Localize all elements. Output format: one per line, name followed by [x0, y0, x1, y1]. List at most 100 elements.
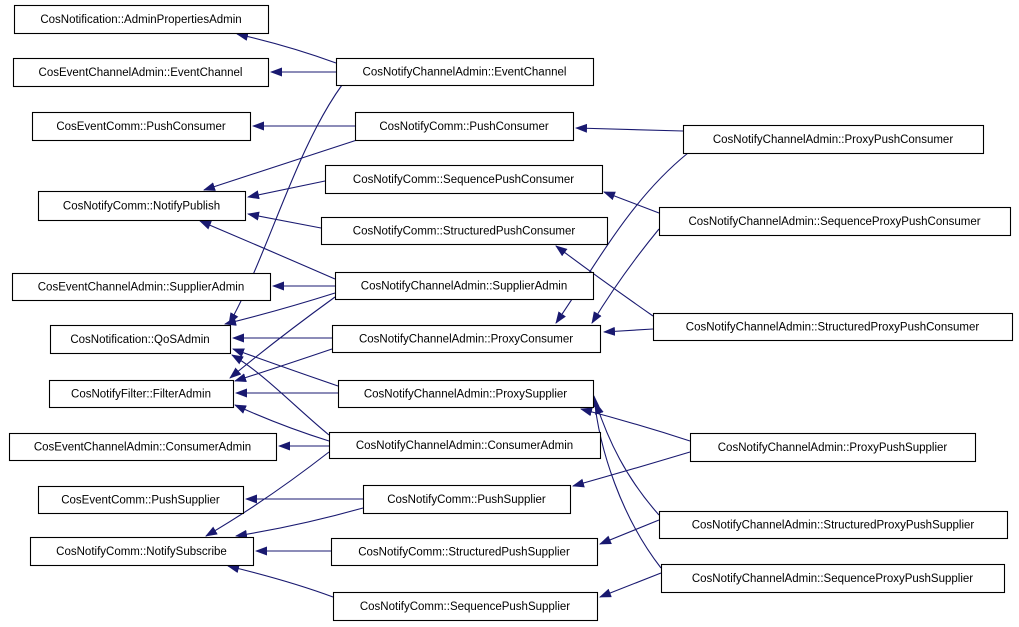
class-node-label: CosNotifyComm::PushConsumer — [379, 121, 549, 133]
class-node-label: CosNotifyComm::StructuredPushConsumer — [353, 226, 576, 238]
class-node-box[interactable] — [331, 324, 602, 354]
class-node-nca-structproxypushconsumer[interactable]: CosNotifyChannelAdmin::StructuredProxyPu… — [652, 312, 1014, 342]
class-node-admin-properties[interactable]: CosNotification::AdminPropertiesAdmin — [13, 4, 270, 35]
class-node-label: CosEventComm::PushConsumer — [56, 121, 226, 133]
class-node-label: CosNotifyChannelAdmin::ProxySupplier — [364, 389, 567, 401]
class-node-nca-consumeradmin[interactable]: CosNotifyChannelAdmin::ConsumerAdmin — [328, 431, 602, 460]
inheritance-edge-nca-structproxypushconsumer-to-nc-structpushconsumer — [555, 245, 654, 317]
class-node-box[interactable] — [31, 111, 252, 142]
class-node-filteradmin[interactable]: CosNotifyFilter::FilterAdmin — [48, 379, 235, 409]
class-node-label: CosEventChannelAdmin::ConsumerAdmin — [34, 442, 251, 454]
class-node-label: CosEventChannelAdmin::EventChannel — [39, 67, 243, 79]
class-node-label: CosNotifyComm::StructuredPushSupplier — [358, 547, 570, 559]
class-node-label: CosNotifyComm::NotifySubscribe — [56, 546, 227, 558]
inheritance-edge-nca-structproxypushsupplier-to-nca-proxysupplier — [595, 402, 660, 516]
inheritance-edge-nca-proxysupplier-to-qosadmin — [232, 348, 339, 387]
class-node-label: CosNotifyComm::PushSupplier — [387, 494, 546, 506]
class-node-box[interactable] — [37, 190, 247, 222]
class-node-nca-eventchannel[interactable]: CosNotifyChannelAdmin::EventChannel — [335, 57, 595, 87]
class-node-nca-proxypushsupplier[interactable]: CosNotifyChannelAdmin::ProxyPushSupplier — [689, 432, 977, 463]
inheritance-edge-nca-structproxypushsupplier-to-nc-structpushsupplier — [599, 519, 660, 545]
class-node-box[interactable] — [337, 379, 595, 409]
class-node-nc-notifysubscribe[interactable]: CosNotifyComm::NotifySubscribe — [29, 536, 255, 567]
inheritance-edge-nca-proxypushconsumer-to-nc-pushconsumer — [575, 123, 684, 133]
inheritance-edge-nc-pushconsumer-to-nc-notifypublish — [203, 139, 358, 191]
class-node-box[interactable] — [334, 271, 595, 301]
class-node-nc-structpushconsumer[interactable]: CosNotifyComm::StructuredPushConsumer — [320, 216, 609, 246]
class-node-box[interactable] — [652, 312, 1014, 342]
class-node-box[interactable] — [8, 432, 278, 462]
inheritance-edge-nca-proxypushsupplier-to-nc-pushsupplier — [572, 451, 691, 488]
class-node-nc-structpushsupplier[interactable]: CosNotifyComm::StructuredPushSupplier — [330, 537, 599, 567]
class-node-nca-proxyconsumer[interactable]: CosNotifyChannelAdmin::ProxyConsumer — [331, 324, 602, 354]
class-node-label: CosNotifyChannelAdmin::SupplierAdmin — [361, 281, 567, 293]
inheritance-edge-nca-proxypushsupplier-to-nca-proxysupplier — [580, 407, 691, 442]
inheritance-edge-nca-seqproxypushsupplier-to-nca-proxysupplier — [590, 395, 662, 569]
class-node-nca-proxypushconsumer[interactable]: CosNotifyChannelAdmin::ProxyPushConsumer — [682, 124, 985, 155]
class-node-box[interactable] — [320, 216, 609, 246]
class-node-box[interactable] — [335, 57, 595, 87]
class-node-nca-proxysupplier[interactable]: CosNotifyChannelAdmin::ProxySupplier — [337, 379, 595, 409]
class-node-box[interactable] — [354, 111, 575, 142]
class-node-box[interactable] — [330, 537, 599, 567]
class-node-box[interactable] — [11, 272, 272, 302]
class-node-label: CosNotification::AdminPropertiesAdmin — [40, 14, 241, 26]
class-node-box[interactable] — [658, 510, 1009, 540]
class-node-box[interactable] — [324, 164, 604, 195]
class-node-ec-eventchannel[interactable]: CosEventChannelAdmin::EventChannel — [12, 57, 270, 88]
class-node-label: CosNotifyChannelAdmin::EventChannel — [363, 67, 567, 79]
class-node-ec-consumeradmin[interactable]: CosEventChannelAdmin::ConsumerAdmin — [8, 432, 278, 462]
inheritance-edge-nca-seqproxypushsupplier-to-nc-seqpushsupplier — [599, 572, 662, 598]
class-node-box[interactable] — [660, 563, 1006, 594]
inheritance-edge-nca-proxypushconsumer-to-nca-proxyconsumer — [555, 152, 689, 324]
inheritance-edge-nca-consumeradmin-to-qosadmin — [231, 354, 330, 436]
class-node-nc-seqpushsupplier[interactable]: CosNotifyComm::SequencePushSupplier — [332, 591, 599, 622]
inheritance-edge-nca-proxyconsumer-to-filteradmin — [234, 348, 333, 382]
class-node-nca-seqproxypushconsumer[interactable]: CosNotifyChannelAdmin::SequenceProxyPush… — [658, 206, 1012, 237]
inheritance-edge-nca-structproxypushconsumer-to-nca-proxyconsumer — [603, 326, 654, 336]
inheritance-edge-nca-consumeradmin-to-nc-notifysubscribe — [205, 451, 330, 537]
inheritance-edge-nc-seqpushconsumer-to-nc-notifypublish — [247, 180, 326, 200]
inheritance-edge-nca-seqproxypushconsumer-to-nca-proxyconsumer — [591, 228, 660, 324]
class-node-box[interactable] — [658, 206, 1012, 237]
class-node-box[interactable] — [362, 484, 572, 515]
class-node-box[interactable] — [332, 591, 599, 622]
class-node-nc-pushconsumer[interactable]: CosNotifyComm::PushConsumer — [354, 111, 575, 142]
class-node-nc-pushsupplier[interactable]: CosNotifyComm::PushSupplier — [362, 484, 572, 515]
class-node-box[interactable] — [328, 431, 602, 460]
class-node-qosadmin[interactable]: CosNotification::QoSAdmin — [49, 324, 232, 355]
class-node-nca-supplieradmin[interactable]: CosNotifyChannelAdmin::SupplierAdmin — [334, 271, 595, 301]
class-node-ec-pushconsumer[interactable]: CosEventComm::PushConsumer — [31, 111, 252, 142]
inheritance-edge-nc-seqpushsupplier-to-nc-notifysubscribe — [227, 564, 334, 598]
class-node-nc-seqpushconsumer[interactable]: CosNotifyComm::SequencePushConsumer — [324, 164, 604, 195]
class-node-label: CosNotifyChannelAdmin::StructuredProxyPu… — [692, 520, 975, 532]
class-node-label: CosNotifyChannelAdmin::ProxyPushSupplier — [718, 442, 948, 454]
class-node-box[interactable] — [49, 324, 232, 355]
class-node-nca-structproxypushsupplier[interactable]: CosNotifyChannelAdmin::StructuredProxyPu… — [658, 510, 1009, 540]
class-node-ec-pushsupplier[interactable]: CosEventComm::PushSupplier — [37, 485, 245, 515]
class-node-nc-notifypublish[interactable]: CosNotifyComm::NotifyPublish — [37, 190, 247, 222]
class-node-box[interactable] — [48, 379, 235, 409]
class-node-nca-seqproxypushsupplier[interactable]: CosNotifyChannelAdmin::SequenceProxyPush… — [660, 563, 1006, 594]
inheritance-edge-nca-supplieradmin-to-qosadmin — [224, 292, 336, 326]
class-node-box[interactable] — [689, 432, 977, 463]
class-node-label: CosNotifyChannelAdmin::StructuredProxyPu… — [686, 322, 980, 334]
class-node-label: CosNotification::QoSAdmin — [70, 334, 209, 346]
class-node-label: CosNotifyChannelAdmin::SequenceProxyPush… — [692, 573, 973, 585]
class-node-box[interactable] — [29, 536, 255, 567]
class-node-label: CosNotifyChannelAdmin::ConsumerAdmin — [356, 440, 573, 452]
node-layer: CosNotification::AdminPropertiesAdminCos… — [8, 4, 1014, 622]
class-node-ec-supplieradmin[interactable]: CosEventChannelAdmin::SupplierAdmin — [11, 272, 272, 302]
class-node-label: CosNotifyChannelAdmin::SequenceProxyPush… — [688, 216, 980, 228]
class-node-label: CosEventChannelAdmin::SupplierAdmin — [38, 282, 244, 294]
class-node-label: CosNotifyComm::SequencePushSupplier — [360, 601, 570, 613]
class-node-box[interactable] — [12, 57, 270, 88]
class-node-label: CosEventComm::PushSupplier — [61, 495, 220, 507]
inheritance-edge-nca-eventchannel-to-admin-properties — [236, 32, 337, 64]
class-node-label: CosNotifyComm::SequencePushConsumer — [353, 174, 574, 186]
class-node-box[interactable] — [682, 124, 985, 155]
class-node-box[interactable] — [13, 4, 270, 35]
class-node-box[interactable] — [37, 485, 245, 515]
